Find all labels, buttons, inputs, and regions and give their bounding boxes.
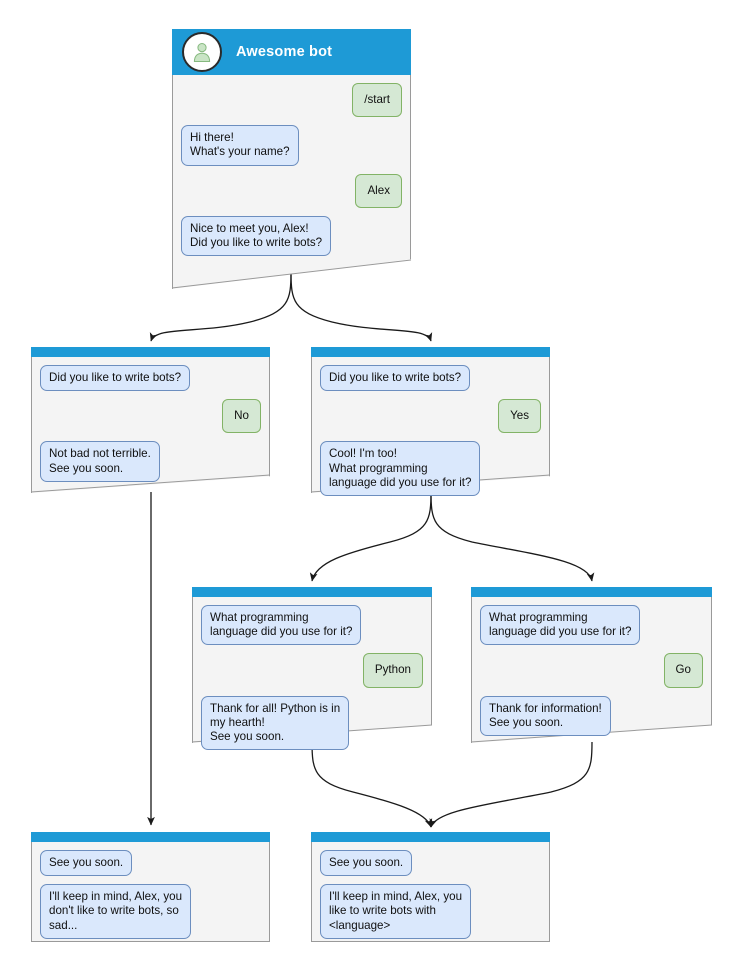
bot-message-bubble[interactable]: Nice to meet you, Alex! Did you like to … — [181, 215, 332, 257]
message-row: Not bad not terrible. See you soon. — [40, 441, 261, 482]
node-lang-python-chat: What programming language did you use fo… — [192, 597, 432, 758]
node-lang-go[interactable]: What programming language did you use fo… — [471, 587, 712, 743]
message-row: What programming language did you use fo… — [480, 605, 703, 646]
bot-message-bubble[interactable]: See you soon. — [320, 850, 413, 877]
bot-message-bubble[interactable]: Did you like to write bots? — [40, 365, 191, 392]
message-row: I'll keep in mind, Alex, you don't like … — [40, 884, 261, 939]
node-start-chat: /start Hi there! What's your name? Alex … — [172, 75, 411, 264]
message-row: Yes — [320, 399, 541, 434]
node-start[interactable]: Awesome bot /start Hi there! What's your… — [172, 29, 411, 289]
message-row: Go — [480, 653, 703, 688]
edge-go-to-end-happy — [429, 741, 593, 828]
bot-title: Awesome bot — [236, 44, 333, 60]
node-end-sad[interactable]: See you soon. I'll keep in mind, Alex, y… — [31, 832, 270, 942]
bot-message-bubble[interactable]: Did you like to write bots? — [320, 365, 471, 392]
node-end-happy-titlebar — [311, 832, 550, 842]
node-start-titlebar: Awesome bot — [172, 29, 411, 75]
node-end-sad-chat: See you soon. I'll keep in mind, Alex, y… — [31, 842, 270, 947]
node-end-happy[interactable]: See you soon. I'll keep in mind, Alex, y… — [311, 832, 550, 942]
edge-yes-to-go — [430, 491, 595, 582]
node-end-sad-titlebar — [31, 832, 270, 842]
message-row: Thank for information! See you soon. — [480, 695, 703, 737]
message-row: No — [40, 399, 261, 434]
node-answer-no[interactable]: Did you like to write bots? No Not bad n… — [31, 347, 270, 493]
message-row: /start — [181, 83, 402, 118]
message-row: Did you like to write bots? — [320, 365, 541, 392]
node-answer-no-chat: Did you like to write bots? No Not bad n… — [31, 357, 270, 490]
bot-message-bubble[interactable]: Hi there! What's your name? — [181, 125, 299, 166]
bot-message-bubble[interactable]: I'll keep in mind, Alex, you don't like … — [40, 884, 192, 939]
bot-message-bubble[interactable]: Thank for information! See you soon. — [480, 695, 611, 737]
node-lang-python[interactable]: What programming language did you use fo… — [192, 587, 432, 751]
message-row: I'll keep in mind, Alex, you like to wri… — [320, 884, 541, 939]
user-message-bubble[interactable]: No — [222, 399, 261, 434]
node-answer-yes-chat: Did you like to write bots? Yes Cool! I'… — [311, 357, 550, 504]
message-row: See you soon. — [40, 850, 261, 877]
message-row: Python — [201, 653, 423, 688]
message-row: Did you like to write bots? — [40, 365, 261, 392]
node-answer-yes[interactable]: Did you like to write bots? Yes Cool! I'… — [311, 347, 550, 497]
bot-message-bubble[interactable]: Cool! I'm too! What programming language… — [320, 441, 481, 497]
node-lang-go-chat: What programming language did you use fo… — [471, 597, 712, 744]
node-answer-no-titlebar — [31, 347, 270, 357]
node-lang-go-titlebar — [471, 587, 712, 597]
message-row: Thank for all! Python is in my hearth! S… — [201, 695, 423, 751]
node-lang-python-titlebar — [192, 587, 432, 597]
user-message-bubble[interactable]: Go — [663, 653, 703, 688]
user-message-bubble[interactable]: Alex — [355, 173, 402, 208]
message-row: Cool! I'm too! What programming language… — [320, 441, 541, 497]
message-row: See you soon. — [320, 850, 541, 877]
node-end-happy-chat: See you soon. I'll keep in mind, Alex, y… — [311, 842, 550, 947]
edge-yes-to-python — [309, 491, 432, 582]
user-message-bubble[interactable]: /start — [352, 83, 402, 118]
bot-message-bubble[interactable]: See you soon. — [40, 850, 133, 877]
bot-message-bubble[interactable]: Thank for all! Python is in my hearth! S… — [201, 695, 350, 751]
message-row: Hi there! What's your name? — [181, 125, 402, 166]
message-row: What programming language did you use fo… — [201, 605, 423, 646]
bot-message-bubble[interactable]: Not bad not terrible. See you soon. — [40, 441, 160, 482]
bot-message-bubble[interactable]: I'll keep in mind, Alex, you like to wri… — [320, 884, 472, 939]
bot-message-bubble[interactable]: What programming language did you use fo… — [480, 605, 641, 646]
user-message-bubble[interactable]: Yes — [498, 399, 541, 434]
message-row: Nice to meet you, Alex! Did you like to … — [181, 215, 402, 257]
bot-message-bubble[interactable]: What programming language did you use fo… — [201, 605, 362, 646]
node-answer-no-bottom-edge — [31, 464, 270, 494]
user-message-bubble[interactable]: Python — [362, 653, 423, 688]
node-answer-yes-titlebar — [311, 347, 550, 357]
node-start-bottom-edge — [172, 250, 411, 290]
person-avatar-icon — [182, 32, 222, 72]
message-row: Alex — [181, 173, 402, 208]
